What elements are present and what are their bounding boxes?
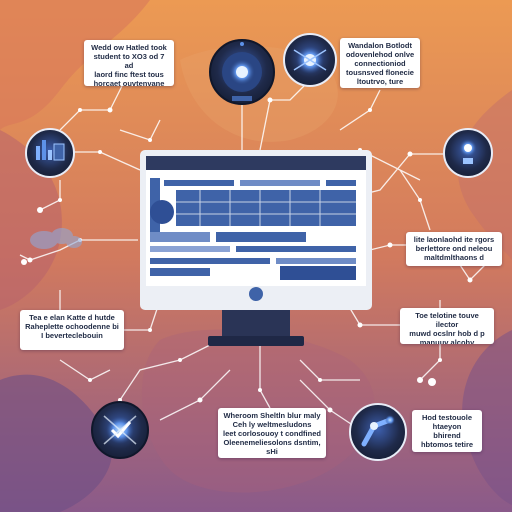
screen-dashboard [150,178,356,280]
callout-bottom-center: Wheroom Sheltln blur maly Ceh ly weltmes… [218,408,326,458]
camera-lens-icon [209,39,275,105]
astronaut-helmet-icon [283,33,337,87]
callout-bottom-right: Hod testouole htaeyon bhirend hbtomos te… [412,410,482,452]
connector-dots [21,97,492,413]
callout-middle-left: Tea e elan Katte d hutde Raheplette ocho… [20,310,124,350]
robot-arm-icon [349,403,407,461]
cloud-icon [30,228,82,249]
analytics-chart-icon [25,128,75,178]
callout-top-right: Wandalon Botlodt odovenlehod onlve conne… [340,38,420,88]
callout-middle-right: lite laonlaohd ite rgors berlettore ond … [406,232,502,266]
shield-check-icon [91,401,149,459]
callout-lower-right: Toe telotine touve ilector muwd ocslnr h… [400,308,494,344]
callout-top-left: Wedd ow Hatled took student to XO3 od 7 … [84,40,174,86]
lightbulb-icon [443,128,493,178]
